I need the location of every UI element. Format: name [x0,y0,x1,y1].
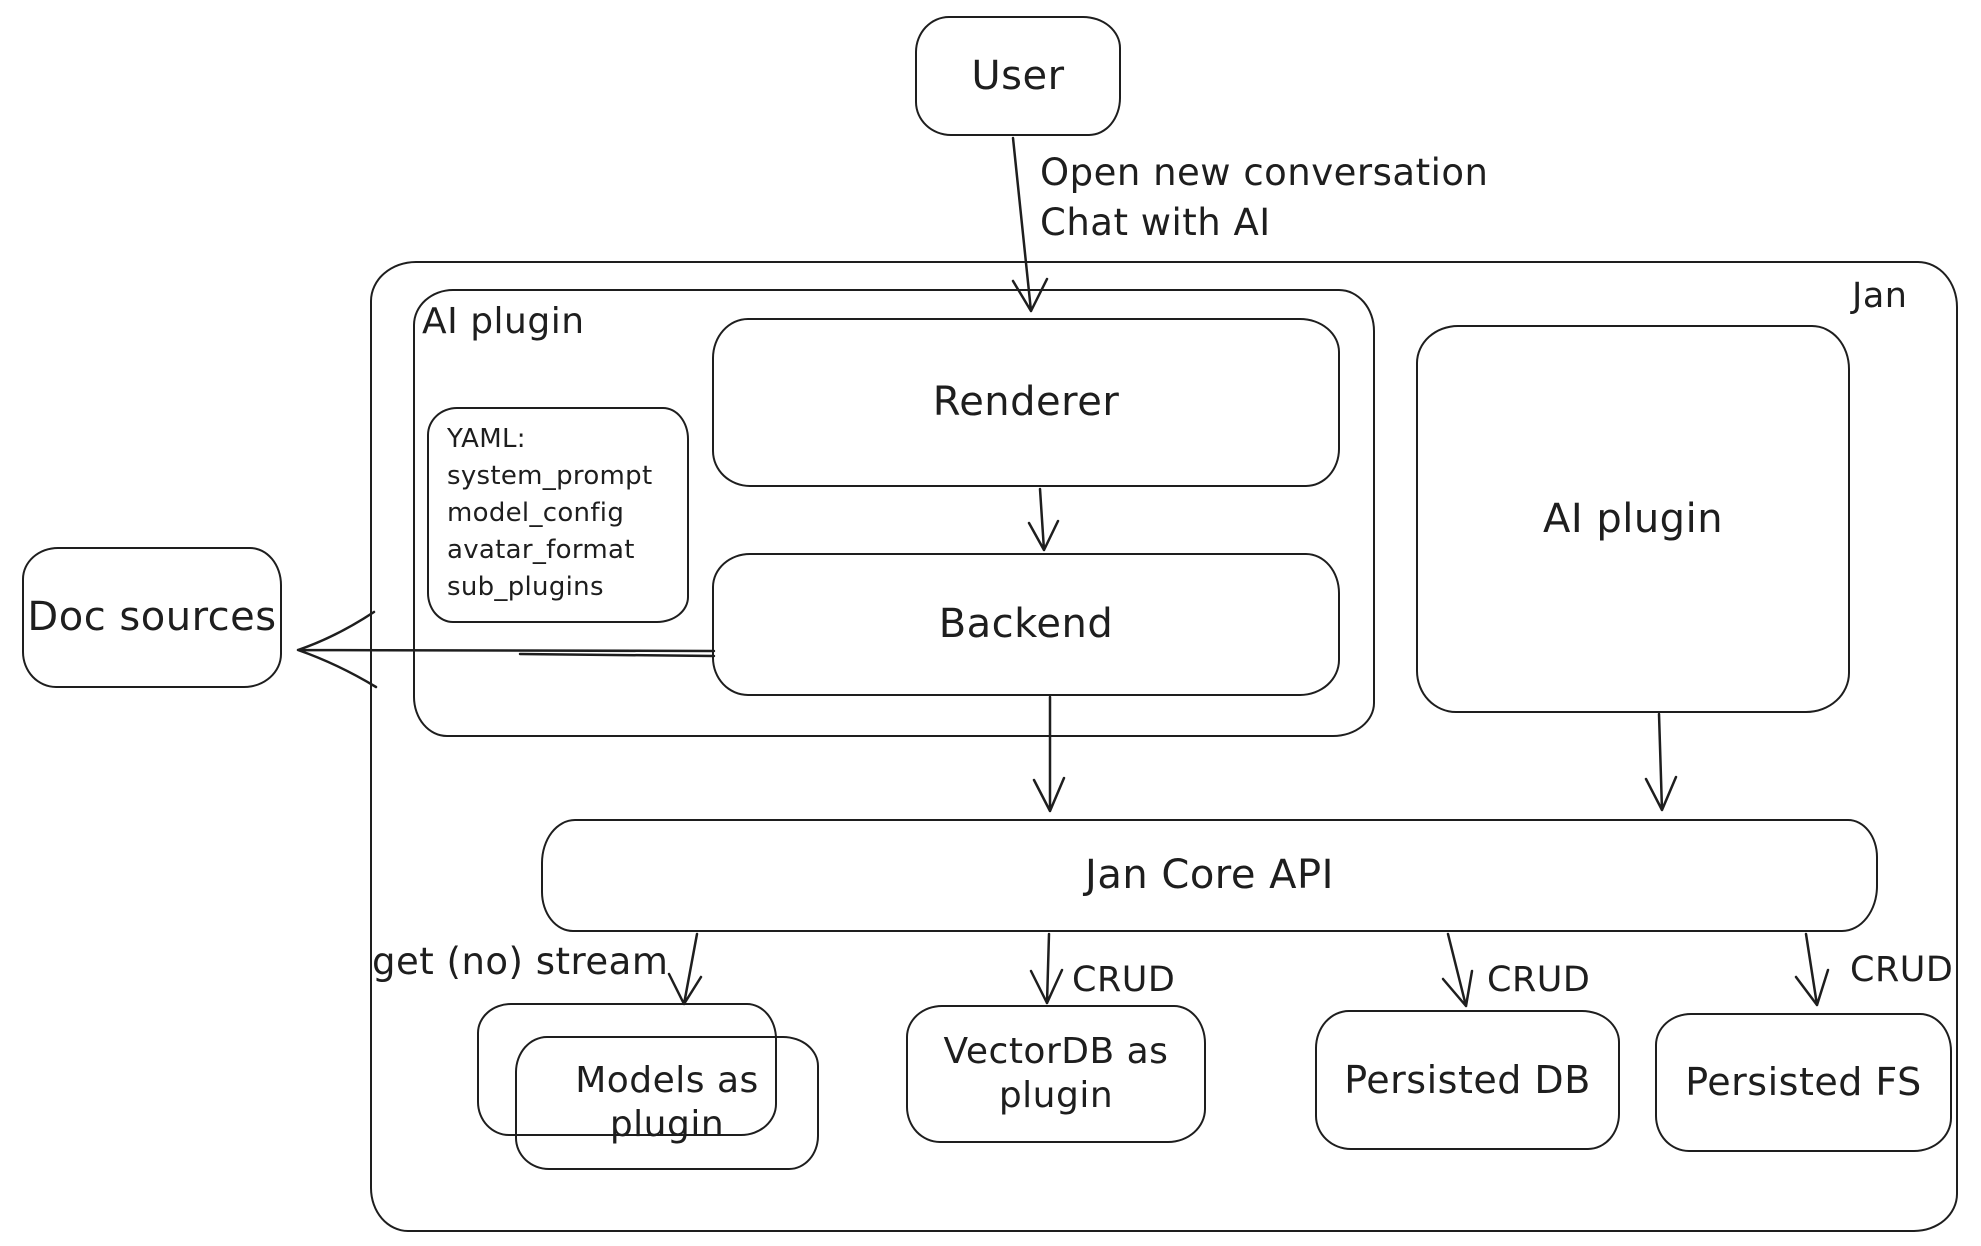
node-ai-plugin: AI plugin [1416,325,1850,713]
node-persisted-fs: Persisted FS [1655,1013,1952,1152]
node-vectordb-as-plugin-label: plugin [998,1075,1114,1116]
node-persisted-db: Persisted DB [1315,1010,1620,1150]
node-doc-sources-label: Doc sources [27,594,277,641]
jan-container-box [370,261,1958,1232]
ai-plugin-container-box [413,289,1375,737]
node-ai-plugin-label: AI plugin [1542,495,1724,542]
node-jan-core-api-label: Jan Core API [1085,852,1334,899]
edge-label-crud-vectordb: CRUD [1072,960,1176,1000]
node-persisted-db-label: Persisted DB [1344,1057,1591,1102]
node-renderer-label: Renderer [932,379,1120,426]
jan-container-label: Jan [1852,276,1908,316]
yaml-note-line: system_prompt [447,460,653,491]
yaml-note: YAML: system_prompt model_config avatar_… [427,407,689,623]
edge-label-crud-persisted-db: CRUD [1487,960,1591,1000]
node-user: User [915,16,1121,136]
node-models-as-plugin-label: plugin [609,1104,725,1145]
node-backend-label: Backend [938,601,1114,648]
node-renderer: Renderer [712,318,1340,487]
yaml-note-line: sub_plugins [447,571,604,602]
yaml-note-line: model_config [447,497,625,528]
node-models-as-plugin: Models as plugin [515,1036,819,1170]
ai-plugin-container-label: AI plugin [422,301,585,342]
node-models-as-plugin-label: Models as [575,1060,759,1102]
node-user-label: User [971,52,1065,99]
edge-label-get-no-stream: get (no) stream [372,940,669,983]
yaml-note-line: avatar_format [447,534,635,565]
node-vectordb-as-plugin: VectorDB as plugin [906,1005,1206,1143]
edge-label-open-conversation: Open new conversation Chat with AI [1040,151,1489,244]
node-backend: Backend [712,553,1340,696]
yaml-note-line: YAML: [447,424,526,454]
node-persisted-fs-label: Persisted FS [1685,1060,1922,1105]
edge-label-crud-persisted-fs: CRUD [1850,950,1954,990]
node-doc-sources: Doc sources [22,547,282,688]
node-vectordb-as-plugin-label: VectorDB as [943,1031,1169,1073]
node-jan-core-api: Jan Core API [541,819,1878,932]
